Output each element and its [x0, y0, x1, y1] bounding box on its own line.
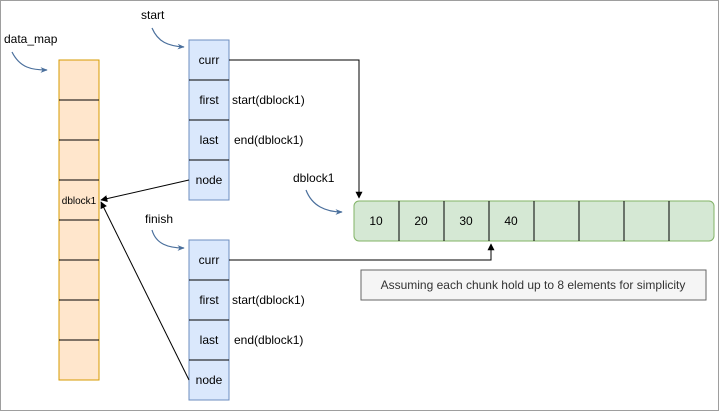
data-map: dblock1 [58, 59, 100, 381]
chunk-cell: 10 [369, 214, 383, 228]
data-map-dblock1-cell: dblock1 [62, 196, 97, 207]
note-box [360, 269, 707, 301]
finish-curr-to-chunk-arrow [229, 243, 495, 261]
chunk-cell: 30 [459, 214, 473, 228]
start-first-value: start(dblock1) [232, 93, 305, 107]
start-node-to-map-arrow [100, 179, 190, 203]
finish-node-field: node [196, 373, 223, 387]
finish-label: finish [145, 212, 173, 226]
start-node-field: node [196, 173, 223, 187]
start-curr-field: curr [199, 53, 220, 67]
start-curr-to-chunk-arrow [229, 59, 363, 199]
finish-last-field: last [200, 333, 219, 347]
finish-pointer-arrow [151, 229, 185, 251]
data-map-label: data_map [4, 32, 58, 46]
note-text: Assuming each chunk hold up to 8 element… [381, 278, 686, 292]
dblock1-pointer-arrow [305, 189, 343, 215]
finish-curr-field: curr [199, 253, 220, 267]
start-first-field: first [199, 93, 219, 107]
start-last-field: last [200, 133, 219, 147]
chunk-cell: 20 [414, 214, 428, 228]
chunk-dblock1: 10 20 30 40 [353, 200, 715, 242]
dblock1-label: dblock1 [293, 171, 335, 185]
start-label: start [141, 8, 165, 22]
finish-first-value: start(dblock1) [232, 293, 305, 307]
finish-last-value: end(dblock1) [234, 333, 303, 347]
data-map-pointer-arrow [11, 51, 48, 73]
start-iterator: curr first last node start(dblock1) end(… [188, 39, 305, 201]
finish-first-field: first [199, 293, 219, 307]
finish-node-to-map-arrow [100, 201, 190, 381]
finish-iterator: curr first last node start(dblock1) end(… [188, 239, 305, 401]
chunk-cell: 40 [504, 214, 518, 228]
start-pointer-arrow [151, 27, 185, 50]
start-last-value: end(dblock1) [234, 133, 303, 147]
note: Assuming each chunk hold up to 8 element… [360, 269, 707, 301]
